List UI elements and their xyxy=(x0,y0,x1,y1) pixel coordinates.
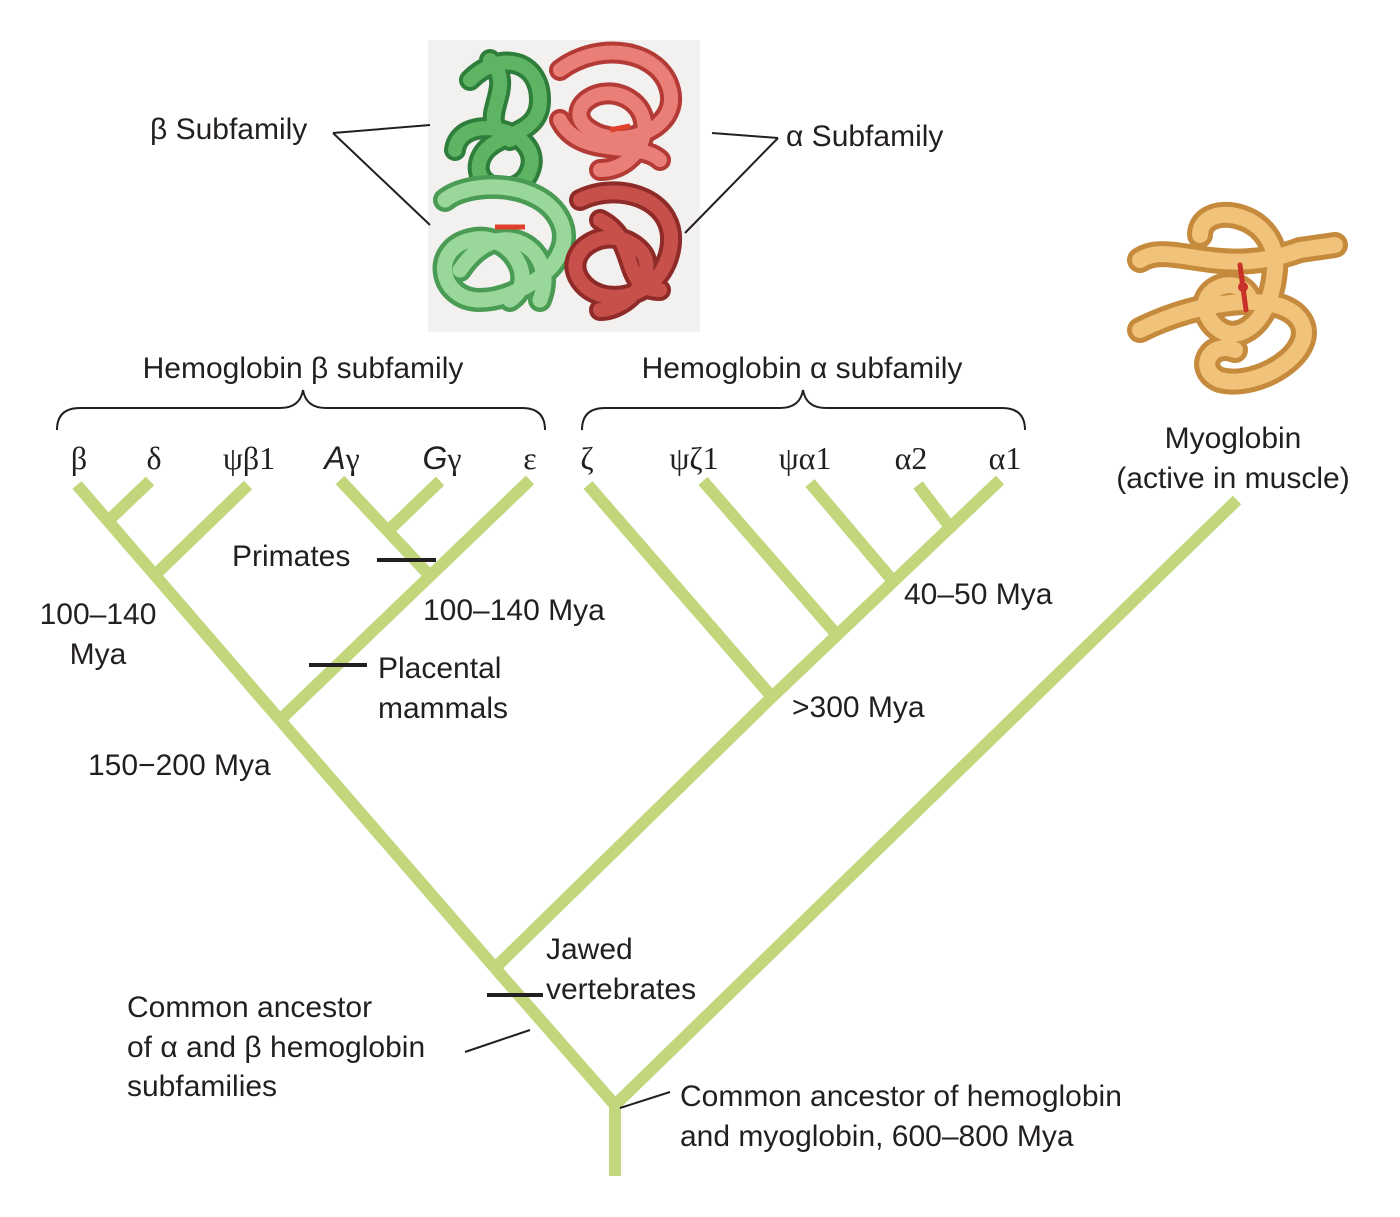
branch-psi-alpha1 xyxy=(805,479,898,585)
myoglobin-label-line1: Myoglobin xyxy=(1164,422,1302,455)
beta-duplication-time: 100–140 Mya xyxy=(28,595,168,674)
ab-ancestor-leader xyxy=(464,1029,531,1053)
gene-g-gamma: Gγ xyxy=(410,437,474,479)
beta-group-label: Hemoglobin β subfamily xyxy=(142,352,464,385)
beta-subfamily-label: β Subfamily xyxy=(150,113,308,146)
myoglobin-label-line2: (active in muscle) xyxy=(1116,461,1350,495)
myoglobin-label: Myoglobin (active in muscle) xyxy=(1093,419,1373,498)
event-markers xyxy=(309,558,671,1109)
gene-delta: δ xyxy=(146,440,162,476)
jawed-vertebrates-line1: Jawed xyxy=(546,933,633,966)
myoglobin-structure-image xyxy=(1127,201,1348,395)
jawed-vertebrates-line2: vertebrates xyxy=(546,972,697,1006)
alpha-split-time: >300 Mya xyxy=(792,691,925,724)
branch-epsilon xyxy=(275,475,535,725)
gene-g-gamma-main: G xyxy=(422,440,448,476)
placental-mammals-line1: Placental xyxy=(378,652,502,685)
gene-psi-zeta1: ψζ1 xyxy=(669,440,719,476)
alpha-subfamily-branch xyxy=(490,692,777,973)
beta-split-time: 150−200 Mya xyxy=(88,749,271,782)
alpha-group-brace xyxy=(581,389,1026,431)
placental-mammals-label: Placental mammals xyxy=(378,649,508,728)
root-ancestor-line2: and myoglobin, 600–800 Mya xyxy=(680,1119,1074,1153)
ab-ancestor-line2: of α and β hemoglobin xyxy=(127,1030,426,1064)
gene-beta: β xyxy=(70,440,88,476)
branch-psi-zeta1 xyxy=(698,477,842,639)
gene-g-gamma-sub: γ xyxy=(447,440,462,476)
gene-alpha1: α1 xyxy=(988,440,1022,476)
alpha-subfamily-label: α Subfamily xyxy=(786,120,944,153)
group-braces xyxy=(56,389,1026,431)
gene-psi-alpha1: ψα1 xyxy=(778,440,832,476)
myoglobin-iron-icon xyxy=(1238,282,1248,292)
gene-a-gamma: Aγ xyxy=(310,437,374,479)
gene-epsilon: ε xyxy=(523,440,537,476)
jawed-vertebrates-label: Jawed vertebrates xyxy=(546,930,696,1009)
branch-alpha2 xyxy=(913,481,955,531)
alpha-heme-icon xyxy=(609,123,631,133)
ab-ancestor-line3: subfamilies xyxy=(127,1070,278,1104)
beta-subfamily-pointer xyxy=(332,124,431,226)
ab-ancestor-label: Common ancestor of α and β hemoglobin su… xyxy=(127,988,425,1107)
alpha-subunit-coils xyxy=(549,41,683,321)
hemoglobin-branch xyxy=(490,964,620,1109)
subfamily-pointer-lines xyxy=(332,124,779,234)
branch-zeta xyxy=(583,481,777,701)
branch-alpha-cluster xyxy=(767,475,1005,702)
root-ancestor-leader xyxy=(619,1091,671,1109)
branch-g-gamma xyxy=(383,476,445,536)
placental-mammals-line2: mammals xyxy=(378,691,509,725)
gene-psi-beta1: ψβ1 xyxy=(222,440,276,476)
gamma-duplication-time: 100–140 Mya xyxy=(423,594,605,627)
primates-label: Primates xyxy=(232,540,351,573)
branch-psi-beta1 xyxy=(150,480,253,580)
alpha-duplication-time: 40–50 Mya xyxy=(904,578,1053,611)
beta-subfamily-branch xyxy=(275,716,500,972)
alpha-group-label: Hemoglobin α subfamily xyxy=(641,352,963,385)
beta-group-brace xyxy=(56,389,546,431)
branch-beta xyxy=(72,481,285,724)
ab-ancestor-line1: Common ancestor xyxy=(127,991,373,1024)
alpha-subfamily-pointer xyxy=(684,132,779,234)
root-ancestor-label: Common ancestor of hemoglobin and myoglo… xyxy=(680,1077,1122,1156)
gene-zeta: ζ xyxy=(580,440,594,476)
branch-delta xyxy=(103,476,155,526)
gene-a-gamma-main: A xyxy=(324,440,346,476)
beta-subunit-coils xyxy=(432,49,576,312)
beta-duplication-time-line2: Mya xyxy=(69,637,127,671)
beta-duplication-time-line1: 100–140 xyxy=(39,598,157,631)
myoglobin-branch xyxy=(610,495,1242,1110)
gene-a-gamma-sub: γ xyxy=(345,440,360,476)
hemoglobin-structure-image xyxy=(428,40,700,332)
root-ancestor-line1: Common ancestor of hemoglobin xyxy=(680,1080,1122,1113)
gene-alpha2: α2 xyxy=(894,440,928,476)
